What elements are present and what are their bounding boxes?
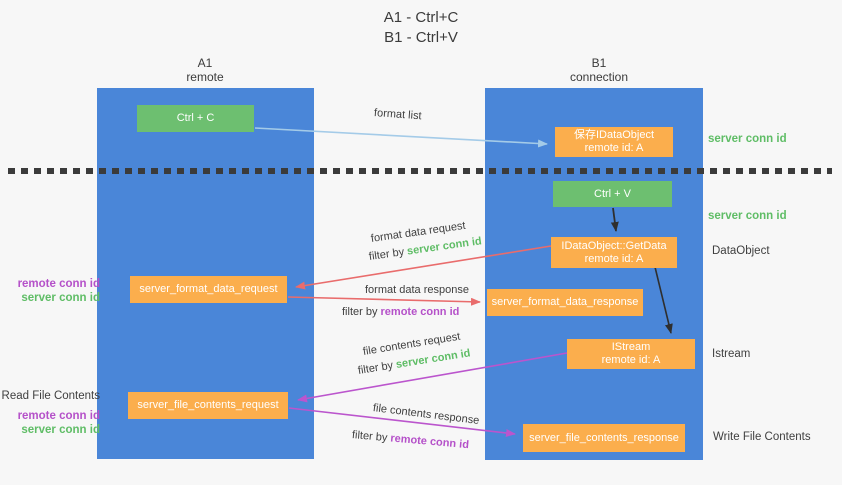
node-ctrl-v: Ctrl + V bbox=[553, 181, 672, 207]
filter-term-remote-conn-id: remote conn id bbox=[389, 432, 470, 452]
lane-b1-name: B1 bbox=[591, 56, 607, 70]
node-server-format-data-response: server_format_data_response bbox=[487, 289, 643, 316]
annotation-remote-conn-id-file: remote conn id bbox=[17, 410, 100, 422]
annotation-write-file-contents: Write File Contents bbox=[713, 431, 811, 443]
node-save-idataobject: 保存IDataObject remote id: A bbox=[555, 127, 673, 157]
istream-line1: IStream bbox=[611, 341, 651, 353]
lane-b1-subtitle: connection bbox=[569, 70, 629, 84]
node-idataobject-getdata: IDataObject::GetData remote id: A bbox=[551, 237, 677, 268]
edge-label-format-response-filter: filter by remote conn id bbox=[342, 306, 459, 318]
istream-line2: remote id: A bbox=[601, 354, 661, 366]
annotation-server-conn-id-format: server conn id bbox=[21, 292, 100, 304]
format-request-label: server_format_data_request bbox=[139, 283, 278, 295]
lane-a1-name: A1 bbox=[197, 56, 213, 70]
filter-term-server-conn-id: server conn id bbox=[406, 235, 483, 258]
lane-header-b1: B1 connection bbox=[544, 56, 654, 84]
ctrl-c-label: Ctrl + C bbox=[176, 112, 215, 124]
title-line-2: B1 - Ctrl+V bbox=[384, 29, 458, 46]
annotation-remote-conn-id-format: remote conn id bbox=[17, 278, 100, 290]
edge-label-file-contents-response: file contents response bbox=[372, 402, 480, 427]
save-idataobject-line1: 保存IDataObject bbox=[573, 129, 655, 141]
node-istream: IStream remote id: A bbox=[567, 339, 695, 369]
filter-prefix: filter by bbox=[357, 359, 397, 377]
file-response-label: server_file_contents_response bbox=[529, 431, 679, 444]
edge-label-file-response-filter: filter by remote conn id bbox=[351, 429, 469, 451]
file-request-label: server_file_contents_request bbox=[137, 399, 279, 411]
format-response-label: server_format_data_response bbox=[491, 296, 639, 308]
edge-label-format-data-response: format data response bbox=[365, 284, 469, 296]
filter-prefix: filter by bbox=[351, 429, 391, 445]
node-server-file-contents-request: server_file_contents_request bbox=[128, 392, 288, 419]
title-line-1: A1 - Ctrl+C bbox=[383, 9, 459, 26]
annotation-server-conn-id-file: server conn id bbox=[21, 424, 100, 436]
annotation-server-conn-id-mid: server conn id bbox=[708, 210, 787, 222]
annotation-server-conn-id-top: server conn id bbox=[708, 133, 787, 145]
node-server-format-data-request: server_format_data_request bbox=[130, 276, 287, 303]
filter-prefix: filter by bbox=[368, 245, 408, 263]
getdata-line1: IDataObject::GetData bbox=[561, 239, 667, 252]
lane-a1-subtitle: remote bbox=[186, 70, 224, 84]
diagram-title: A1 - Ctrl+C B1 - Ctrl+V bbox=[0, 8, 842, 48]
edge-label-format-list: format list bbox=[373, 107, 422, 123]
annotation-read-file-contents: Read File Contents bbox=[1, 390, 100, 402]
filter-term-remote-conn-id: remote conn id bbox=[380, 306, 460, 318]
arrow-format-data-response bbox=[287, 296, 481, 306]
getdata-line2: remote id: A bbox=[584, 252, 644, 265]
annotation-istream: Istream bbox=[712, 348, 751, 360]
lane-header-a1: A1 remote bbox=[155, 56, 255, 84]
node-server-file-contents-response: server_file_contents_response bbox=[523, 424, 685, 452]
annotation-dataobject: DataObject bbox=[712, 245, 770, 257]
dotted-separator bbox=[8, 168, 832, 174]
node-ctrl-c: Ctrl + C bbox=[137, 105, 254, 132]
save-idataobject-line2: remote id: A bbox=[584, 142, 644, 154]
filter-prefix: filter by bbox=[342, 306, 381, 318]
ctrl-v-label: Ctrl + V bbox=[594, 187, 631, 200]
